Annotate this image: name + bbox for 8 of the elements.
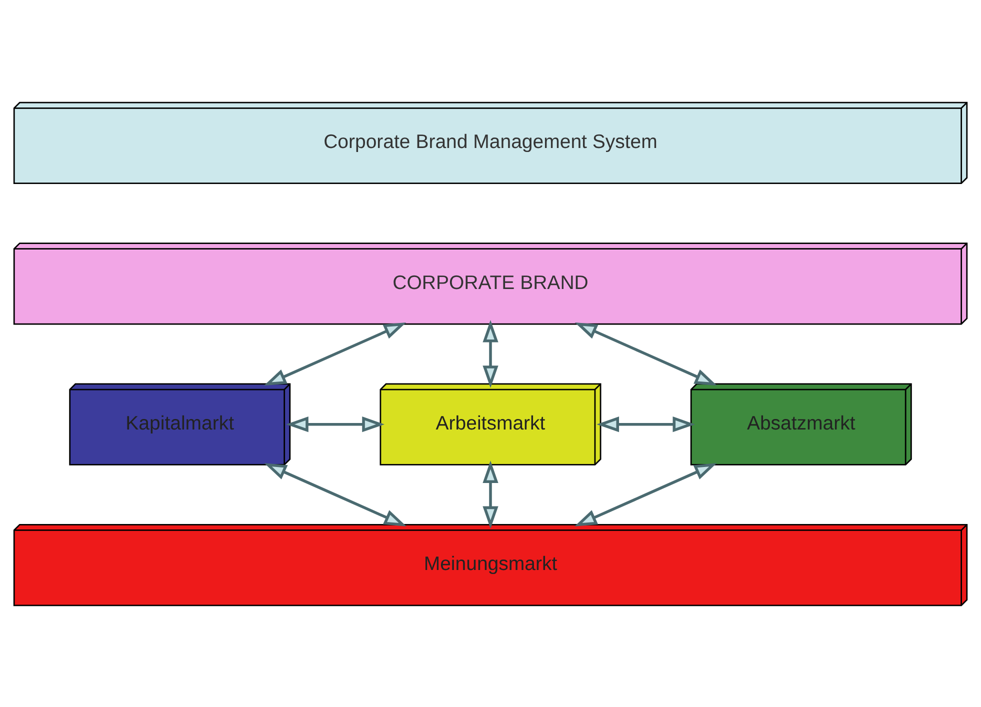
arrow: [286, 416, 384, 432]
arrow: [264, 462, 406, 526]
arrow: [482, 319, 498, 388]
arrow: [574, 462, 717, 526]
arrow: [596, 416, 696, 432]
arrow: [264, 322, 406, 386]
arrow: [482, 460, 498, 528]
arrow: [574, 322, 718, 386]
